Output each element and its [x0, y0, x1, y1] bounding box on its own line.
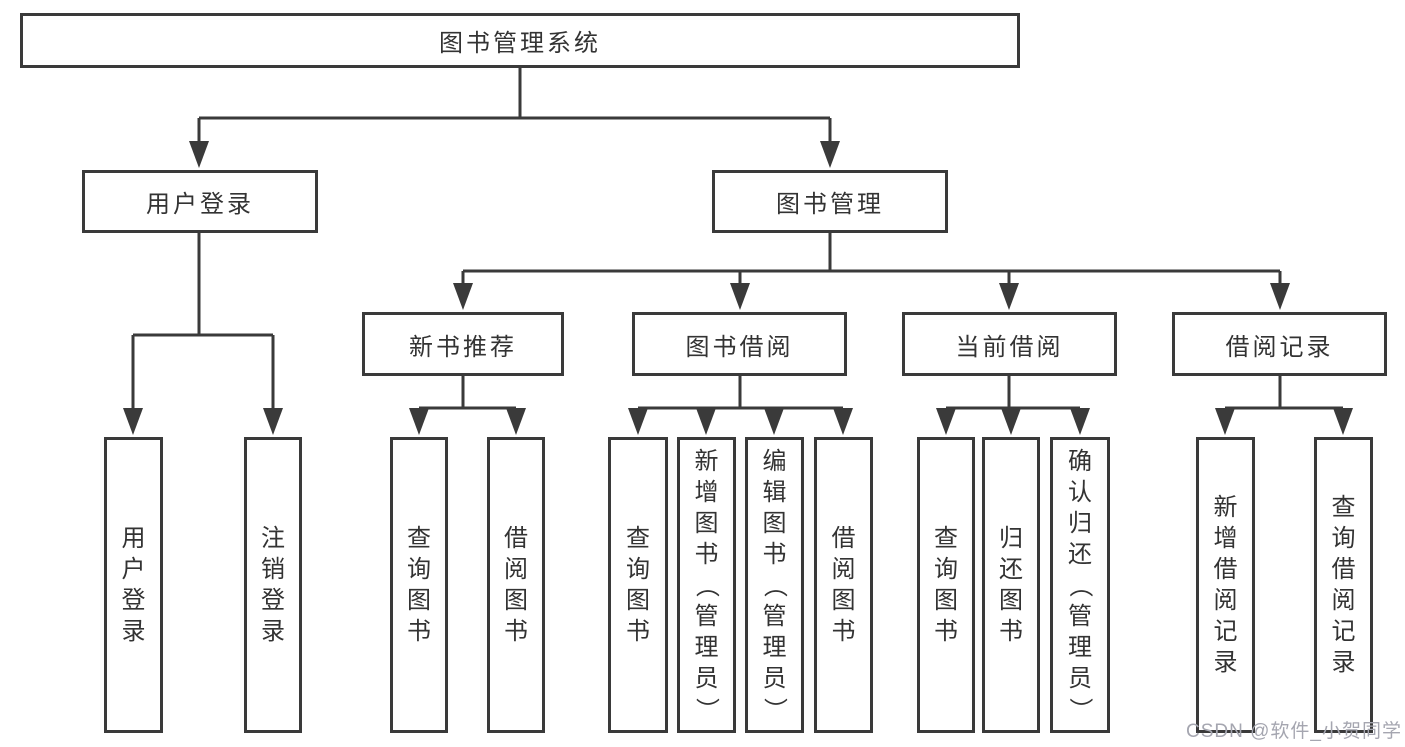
csdn-watermark: CSDN @软件_小贺同学 [1186, 721, 1402, 742]
node-label: 图书管理系统 [439, 30, 601, 57]
node-user-login: 用户登录 [82, 170, 318, 233]
node-label: 查询图书 [626, 525, 650, 645]
node-label: 当前借阅 [955, 333, 1064, 361]
leaf-add-borrow-record: 新增借阅记录 [1196, 437, 1255, 733]
node-label: 编辑图书（管理员） [761, 447, 788, 722]
node-label: 新书推荐 [409, 333, 517, 361]
leaf-edit-book-admin: 编辑图书（管理员） [745, 437, 804, 733]
node-library-management-system: 图书管理系统 [20, 13, 1020, 68]
leaf-confirm-return-admin: 确认归还（管理员） [1050, 437, 1110, 733]
leaf-query-books-current: 查询图书 [917, 437, 975, 733]
node-label: 图书借阅 [685, 333, 794, 361]
leaf-user-login: 用户登录 [104, 437, 163, 733]
node-label: 用户登录 [146, 191, 254, 218]
leaf-logout: 注销登录 [244, 437, 302, 733]
leaf-query-books-borrowing: 查询图书 [608, 437, 668, 733]
leaf-borrow-books-borrowing: 借阅图书 [814, 437, 873, 733]
node-label: 借阅图书 [504, 525, 528, 645]
leaf-add-book-admin: 新增图书（管理员） [677, 437, 736, 733]
node-new-book-recommendation: 新书推荐 [362, 312, 564, 376]
node-book-borrowing: 图书借阅 [632, 312, 847, 376]
node-label: 新增借阅记录 [1213, 494, 1238, 676]
node-label: 确认归还（管理员） [1066, 447, 1094, 722]
node-book-management: 图书管理 [712, 170, 948, 233]
leaf-query-borrow-record: 查询借阅记录 [1314, 437, 1373, 733]
leaf-return-books: 归还图书 [982, 437, 1040, 733]
node-label: 查询图书 [407, 525, 431, 645]
node-label: 查询图书 [934, 525, 958, 645]
node-borrowing-records: 借阅记录 [1172, 312, 1387, 376]
node-current-borrowing: 当前借阅 [902, 312, 1117, 376]
node-label: 图书管理 [776, 191, 884, 218]
node-label: 借阅记录 [1225, 333, 1334, 361]
node-label: 新增图书（管理员） [693, 447, 720, 722]
node-label: 归还图书 [999, 525, 1023, 645]
node-label: 用户登录 [121, 525, 146, 645]
leaf-borrow-books-recommend: 借阅图书 [487, 437, 545, 733]
node-label: 查询借阅记录 [1331, 494, 1356, 676]
node-label: 借阅图书 [831, 525, 856, 645]
node-label: 注销登录 [261, 525, 285, 645]
leaf-query-books-recommend: 查询图书 [390, 437, 448, 733]
